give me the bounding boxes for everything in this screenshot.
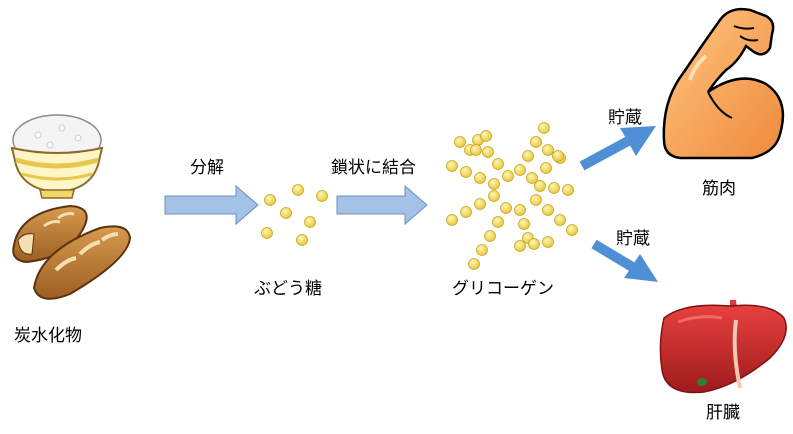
glycogen-dot (492, 158, 504, 170)
glycogen-dot (484, 230, 496, 242)
glycogen-dot (482, 146, 494, 158)
glycogen-dot (476, 244, 488, 256)
store-muscle-arrow (579, 126, 656, 171)
glucose-label: ぶどう糖 (254, 279, 322, 299)
glycogen-dot (514, 204, 526, 216)
glycogen-dot (454, 136, 466, 148)
glucose-dot (296, 234, 308, 246)
glycogen-dot (542, 236, 554, 248)
glycogen-dot (502, 170, 514, 182)
store-liver-label: 貯蔵 (616, 229, 650, 249)
glycogen-dot (492, 216, 504, 228)
glycogen-dot (528, 238, 540, 250)
glycogen-molecule (446, 122, 578, 270)
glycogen-dot (542, 204, 554, 216)
baguette-icon (12, 204, 132, 300)
rice-bowl-icon (10, 114, 104, 199)
glycogen-dot (460, 206, 472, 218)
glucose-dot (280, 207, 292, 219)
glycogen-dot (500, 202, 512, 214)
glycogen-dot (562, 184, 574, 196)
glycogen-dot (480, 130, 492, 142)
glycogen-dot (552, 150, 564, 162)
store-liver-arrow (591, 239, 658, 282)
glycogen-label: グリコーゲン (452, 279, 554, 299)
glucose-molecules (261, 184, 328, 246)
glycogen-dot (446, 160, 458, 172)
glycogen-dot (468, 258, 480, 270)
glycogen-dot (460, 166, 472, 178)
glycogen-dot (554, 214, 566, 226)
carbs-label: 炭水化物 (14, 326, 82, 346)
glycogen-dot (530, 136, 542, 148)
muscle-label: 筋肉 (702, 179, 736, 199)
glucose-dot (261, 227, 273, 239)
glycogen-dot (538, 122, 550, 134)
glycogen-dot (518, 218, 530, 230)
liver-label: 肝臓 (706, 403, 740, 423)
glycogen-dot (530, 194, 542, 206)
glycogen-dot (566, 224, 578, 236)
glycogen-dot (474, 198, 486, 210)
glycogen-dot (522, 150, 534, 162)
flexed-arm-icon (662, 7, 785, 160)
chain-bond-arrow (336, 184, 428, 226)
glucose-dot (304, 216, 316, 228)
decompose-arrow (164, 184, 259, 226)
chain-bond-label: 鎖状に結合 (331, 158, 416, 178)
glycogen-dot (548, 182, 560, 194)
glycogen-dot (470, 144, 482, 156)
glucose-dot (316, 190, 328, 202)
glycogen-dot (446, 214, 458, 226)
glycogen-dot (488, 178, 500, 190)
glycogen-dot (488, 190, 500, 202)
glucose-dot (292, 184, 304, 196)
glycogen-dot (542, 144, 554, 156)
decompose-label: 分解 (190, 158, 224, 178)
glycogen-dot (526, 172, 538, 184)
glycogen-dot (474, 172, 486, 184)
glycogen-dot (514, 240, 526, 252)
glycogen-dot (540, 162, 552, 174)
glycogen-dot (514, 164, 526, 176)
glucose-dot (264, 194, 276, 206)
liver-icon (659, 300, 787, 394)
store-muscle-label: 貯蔵 (608, 108, 642, 128)
glycogen-dot (534, 180, 546, 192)
